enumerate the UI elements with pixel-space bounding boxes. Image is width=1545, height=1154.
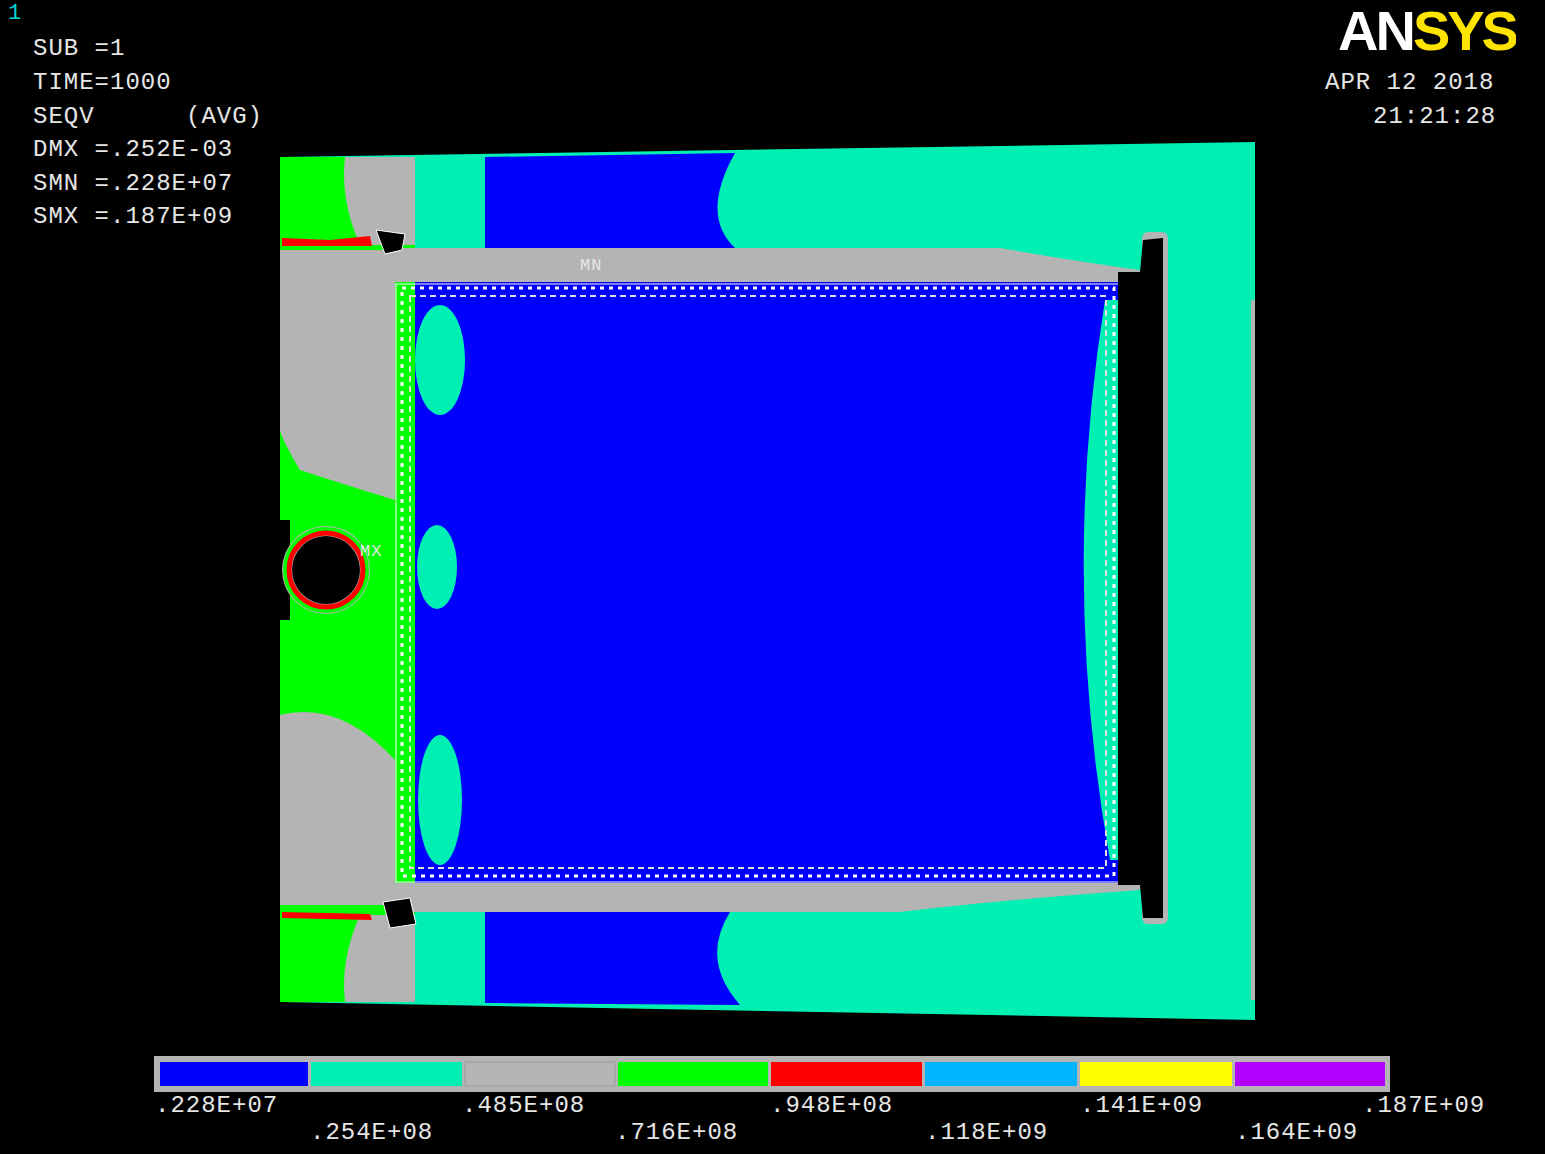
grey-band [395,883,1140,912]
mesh-outline [410,296,1106,868]
max-displacement: DMX =.252E-03 [33,137,233,163]
corner-gap [383,898,416,928]
ansys-logo: ANSYS [1338,0,1516,62]
color-bar-swatch [925,1062,1077,1086]
corner-gap [376,230,405,254]
hole-ring [282,526,370,614]
scale-value: .141E+09 [1080,1093,1203,1119]
scale-value: .254E+08 [310,1120,433,1146]
teal-blob [415,305,465,415]
color-bar-swatch [311,1062,462,1086]
color-bar-swatch [1080,1062,1232,1086]
scale-value: .118E+09 [925,1120,1048,1146]
grey-zone [280,712,395,905]
body-contour [280,142,1255,1020]
teal-blob [418,735,462,865]
teal-blob [417,525,457,609]
min-stress: SMN =.228E+07 [33,171,233,197]
high-stress-edge [282,912,372,920]
color-bar-swatch [618,1062,768,1086]
result-type: SEQV [33,104,95,130]
scale-value: .948E+08 [770,1093,893,1119]
slot [1118,238,1163,918]
inner-region [395,282,1118,883]
low-stress-zone [485,153,735,248]
scale-value: .187E+09 [1362,1093,1485,1119]
time-stamp: 21:21:28 [1373,104,1496,130]
scale-value: .716E+08 [615,1120,738,1146]
hole-ring [285,529,367,611]
frame-number: 1 [8,2,22,26]
grey-band [395,248,1140,282]
grey-edge [1251,300,1255,1000]
max-marker: MX [360,543,382,562]
time-info: TIME=1000 [33,70,172,96]
mesh-outline [402,288,1114,876]
color-bar-swatch [771,1062,922,1086]
max-stress: SMX =.187E+09 [33,204,233,230]
substep-info: SUB =1 [33,36,125,62]
mesh-outline [396,284,1120,882]
averaging-note: (AVG) [186,104,263,130]
color-bar-swatch [465,1062,615,1086]
green-zone [280,157,415,1002]
hole-ring [289,533,363,607]
scale-value: .228E+07 [155,1093,278,1119]
scale-value: .485E+08 [462,1093,585,1119]
date-stamp: APR 12 2018 [1325,70,1494,96]
high-stress-edge [282,236,372,246]
color-bar-swatch [1235,1062,1385,1086]
low-stress-zone [485,912,740,1005]
color-bar-frame [154,1056,1390,1092]
scale-value: .164E+09 [1235,1120,1358,1146]
grey-zone [344,915,415,1002]
green-strip [395,282,415,883]
grey-zone [280,250,395,500]
min-marker: MN [580,257,602,276]
hole [292,536,360,604]
color-bar-swatch [160,1062,308,1086]
